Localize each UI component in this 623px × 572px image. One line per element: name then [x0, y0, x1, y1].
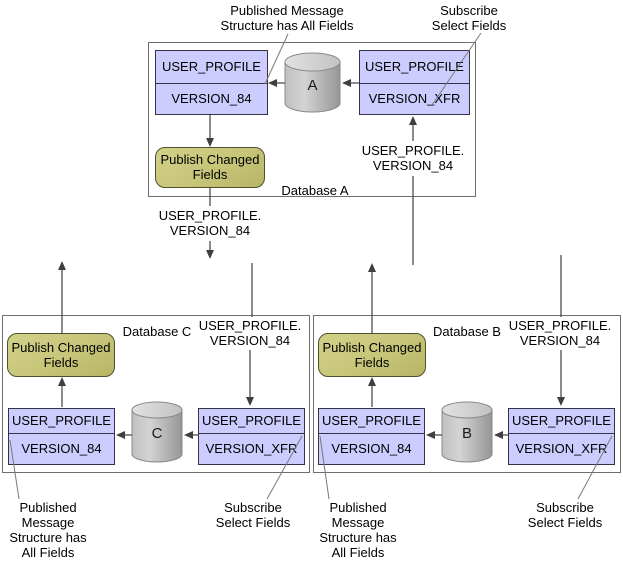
db-b-published-message-annotation: Published Message Structure has All Fiel… [319, 500, 397, 560]
publish-box-line1: Publish Changed [160, 152, 260, 167]
publish-box-line2: Fields [192, 167, 228, 182]
db-c-published-message-annotation: Published Message Structure has All Fiel… [9, 500, 87, 560]
publish-box-line1: Publish Changed [322, 340, 422, 355]
db-c-publish-changed-fields: Publish Changed Fields [7, 333, 115, 377]
db-b-subscribe-ref: USER_PROFILE. VERSION_84 [508, 318, 612, 348]
database-a-label: Database A [281, 183, 349, 198]
version-xfr-row: VERSION_XFR [515, 441, 608, 456]
db-b-publish-changed-fields: Publish Changed Fields [318, 333, 426, 377]
db-b-xfr-table: USER_PROFILE VERSION_XFR [508, 408, 615, 465]
publish-box-line2: Fields [43, 355, 79, 370]
user-profile-row: USER_PROFILE [509, 409, 614, 434]
db-b-user-profile-table: USER_PROFILE VERSION_84 [318, 408, 425, 465]
user-profile-row: USER_PROFILE [319, 409, 424, 434]
publish-box-line1: Publish Changed [11, 340, 111, 355]
db-a-publish-ref: USER_PROFILE. VERSION_84 [158, 208, 262, 238]
db-a-user-profile-table: USER_PROFILE VERSION_84 [155, 50, 268, 115]
db-c-user-profile-table: USER_PROFILE VERSION_84 [8, 408, 115, 465]
publish-box-line2: Fields [354, 355, 390, 370]
db-a-xfr-table: USER_PROFILE VERSION_XFR [359, 50, 470, 115]
published-message-annotation: Published Message Structure has All Fiel… [220, 3, 354, 33]
subscribe-annotation: Subscribe Select Fields [431, 3, 507, 33]
version-84-row: VERSION_84 [21, 441, 102, 456]
user-profile-row: USER_PROFILE [199, 409, 304, 434]
db-a-subscribe-ref: USER_PROFILE. VERSION_84 [361, 143, 465, 173]
db-c-subscribe-annotation: Subscribe Select Fields [215, 500, 291, 530]
version-84-row: VERSION_84 [331, 441, 412, 456]
user-profile-row: USER_PROFILE [9, 409, 114, 434]
user-profile-row: USER_PROFILE [156, 51, 267, 84]
db-b-subscribe-annotation: Subscribe Select Fields [527, 500, 603, 530]
database-b-label: Database B [433, 324, 501, 339]
version-xfr-row: VERSION_XFR [205, 441, 298, 456]
database-c-label: Database C [122, 324, 192, 339]
db-a-publish-changed-fields: Publish Changed Fields [155, 147, 265, 188]
version-84-row: VERSION_84 [171, 91, 252, 106]
user-profile-row: USER_PROFILE [360, 51, 469, 84]
version-xfr-row: VERSION_XFR [368, 91, 461, 106]
db-c-xfr-table: USER_PROFILE VERSION_XFR [198, 408, 305, 465]
db-c-subscribe-ref: USER_PROFILE. VERSION_84 [198, 318, 302, 348]
